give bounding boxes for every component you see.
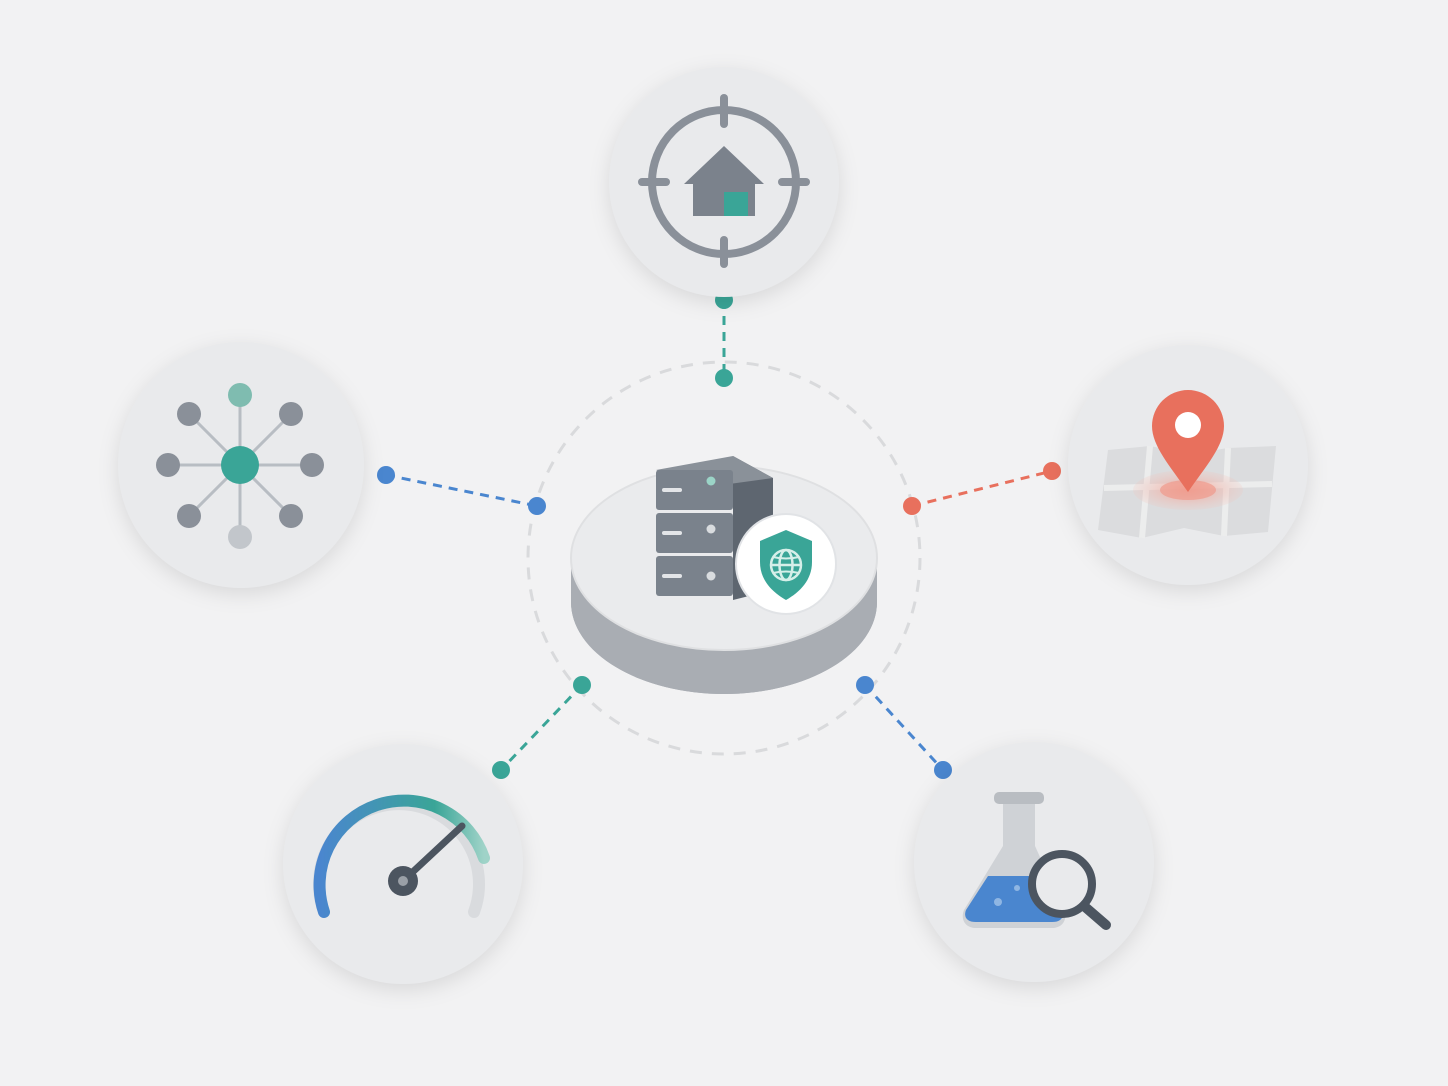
spoke-node-right[interactable] xyxy=(1068,345,1308,585)
connector-dot xyxy=(573,676,591,694)
connector-dot xyxy=(715,369,733,387)
connector-bottom-left xyxy=(492,676,591,779)
spoke-node-bottom-left[interactable] xyxy=(283,744,523,984)
spoke-node-bottom-right[interactable] xyxy=(914,742,1154,982)
connector-dot xyxy=(1043,462,1061,480)
connector-right xyxy=(903,462,1061,515)
spoke-node-left[interactable] xyxy=(118,342,364,588)
spoke-node-top[interactable] xyxy=(609,67,839,297)
speedometer-gauge-icon xyxy=(313,794,490,918)
shield-globe-icon xyxy=(735,513,837,615)
connector-dot xyxy=(528,497,546,515)
connector-dot xyxy=(492,761,510,779)
connector-dot xyxy=(934,761,952,779)
map-pin-icon xyxy=(1098,390,1276,539)
connector-dot xyxy=(856,676,874,694)
connector-dot xyxy=(903,497,921,515)
hub-node[interactable] xyxy=(570,456,878,694)
connector-left xyxy=(377,466,546,515)
hub-dashed-ring xyxy=(526,360,922,756)
home-target-icon xyxy=(638,94,810,268)
network-hub-icon xyxy=(156,383,324,549)
connector-bottom-right xyxy=(856,676,952,779)
connector-top xyxy=(715,291,733,387)
flask-search-icon xyxy=(962,792,1111,930)
connector-dot xyxy=(377,466,395,484)
